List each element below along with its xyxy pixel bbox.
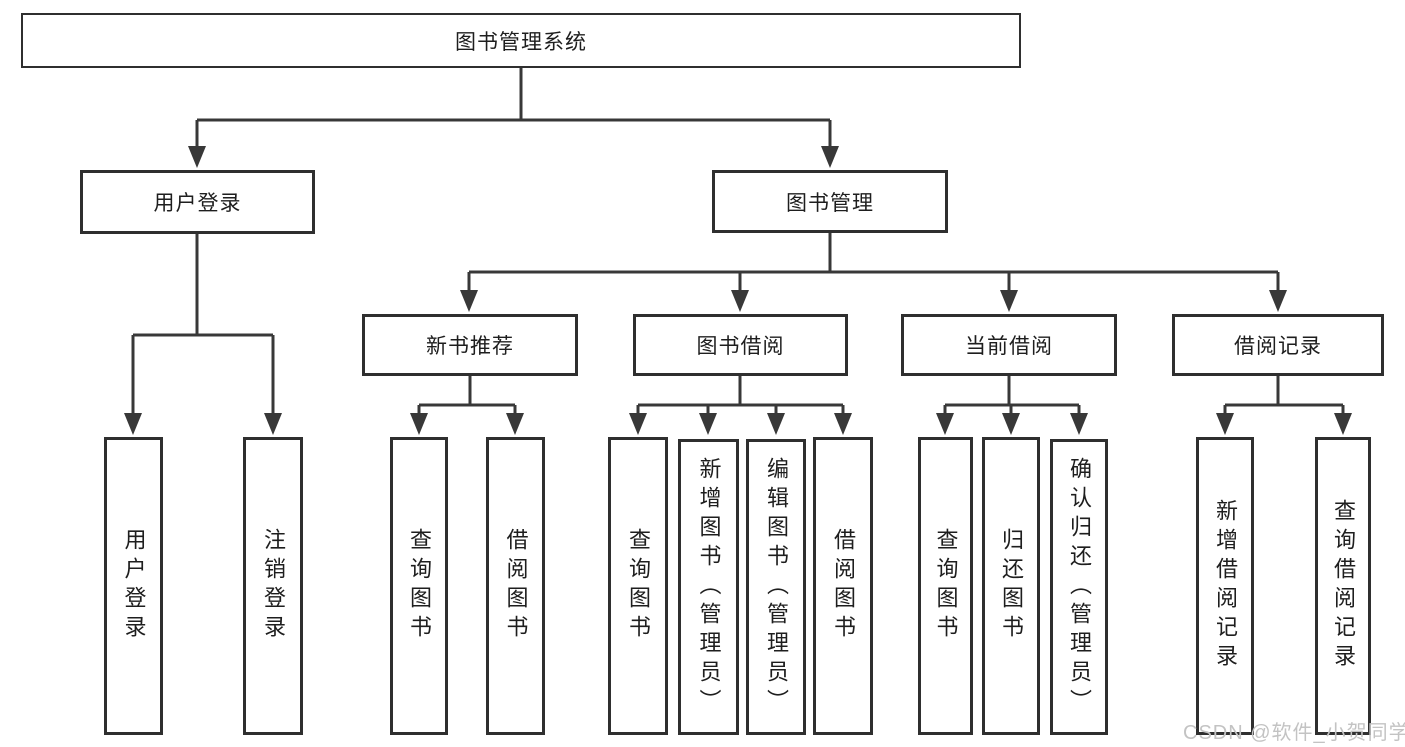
node-borrow-records: 借阅记录 — [1172, 314, 1384, 376]
arrowhead — [264, 413, 282, 435]
leaf-add-borrow-record: 新增借阅记录 — [1196, 437, 1254, 735]
node-label: 用户登录 — [121, 528, 147, 644]
node-label: 借阅图书 — [831, 528, 856, 644]
node-label: 用户登录 — [153, 192, 242, 215]
arrowhead — [767, 413, 785, 435]
arrowhead — [699, 413, 717, 435]
arrowhead — [936, 413, 954, 435]
connector-borrow-records-children — [1216, 376, 1352, 435]
node-new-book-recommend: 新书推荐 — [362, 314, 578, 376]
node-label: 查询图书 — [933, 528, 959, 644]
node-label: 查询图书 — [626, 528, 651, 644]
node-label: 新增图书（管理员） — [696, 456, 722, 718]
node-label: 借阅图书 — [503, 528, 529, 644]
arrowhead — [506, 413, 524, 435]
arrowhead — [1216, 413, 1234, 435]
node-label: 当前借阅 — [965, 335, 1053, 358]
node-label: 查询借阅记录 — [1331, 499, 1356, 673]
connector-book-borrow-children — [629, 376, 852, 435]
node-book-management: 图书管理 — [712, 170, 948, 233]
node-root-system: 图书管理系统 — [21, 13, 1021, 68]
node-label: 新书推荐 — [426, 335, 514, 358]
node-label: 查询图书 — [407, 528, 432, 644]
leaf-logout: 注销登录 — [243, 437, 303, 735]
arrowhead — [1334, 413, 1352, 435]
arrowhead — [1000, 290, 1018, 312]
csdn-watermark: CSDN @软件_小贺同学 — [1183, 722, 1405, 744]
arrowhead — [1002, 413, 1020, 435]
node-label: 编辑图书（管理员） — [764, 456, 789, 718]
node-label: 借阅记录 — [1234, 335, 1322, 358]
node-current-borrowing: 当前借阅 — [901, 314, 1117, 376]
leaf-query-books-current: 查询图书 — [918, 437, 973, 735]
connector-book-management-children — [460, 233, 1287, 312]
arrowhead — [460, 290, 478, 312]
node-label: 图书借阅 — [696, 335, 785, 358]
leaf-return-book: 归还图书 — [982, 437, 1040, 735]
connector-current-borrow-children — [936, 376, 1088, 435]
leaf-user-login: 用户登录 — [104, 437, 163, 735]
connector-new-book-children — [410, 376, 524, 435]
arrowhead — [1070, 413, 1088, 435]
node-user-login: 用户登录 — [80, 170, 315, 234]
arrowhead — [188, 146, 206, 168]
arrowhead — [821, 146, 839, 168]
arrowhead — [629, 413, 647, 435]
node-label: 图书管理 — [786, 191, 874, 215]
node-label: 注销登录 — [261, 528, 286, 644]
leaf-edit-book-admin: 编辑图书（管理员） — [746, 439, 806, 735]
leaf-borrow-books: 借阅图书 — [813, 437, 873, 735]
leaf-query-books-borrow: 查询图书 — [608, 437, 668, 735]
leaf-confirm-return-admin: 确认归还（管理员） — [1050, 439, 1108, 735]
leaf-add-book-admin: 新增图书（管理员） — [678, 439, 739, 735]
arrowhead — [834, 413, 852, 435]
leaf-query-borrow-record: 查询借阅记录 — [1315, 437, 1371, 735]
arrowhead — [1269, 290, 1287, 312]
connector-root-to-level2 — [188, 68, 839, 168]
leaf-borrow-books-recommend: 借阅图书 — [486, 437, 545, 735]
node-label: 归还图书 — [999, 528, 1024, 644]
node-label: 图书管理系统 — [455, 30, 587, 54]
arrowhead — [731, 290, 749, 312]
arrowhead — [410, 413, 428, 435]
node-label: 确认归还（管理员） — [1067, 456, 1092, 718]
leaf-query-books-recommend: 查询图书 — [390, 437, 448, 735]
connector-user-login-children — [124, 234, 282, 435]
node-label: 新增借阅记录 — [1213, 499, 1238, 673]
arrowhead — [124, 413, 142, 435]
node-book-borrowing: 图书借阅 — [633, 314, 848, 376]
